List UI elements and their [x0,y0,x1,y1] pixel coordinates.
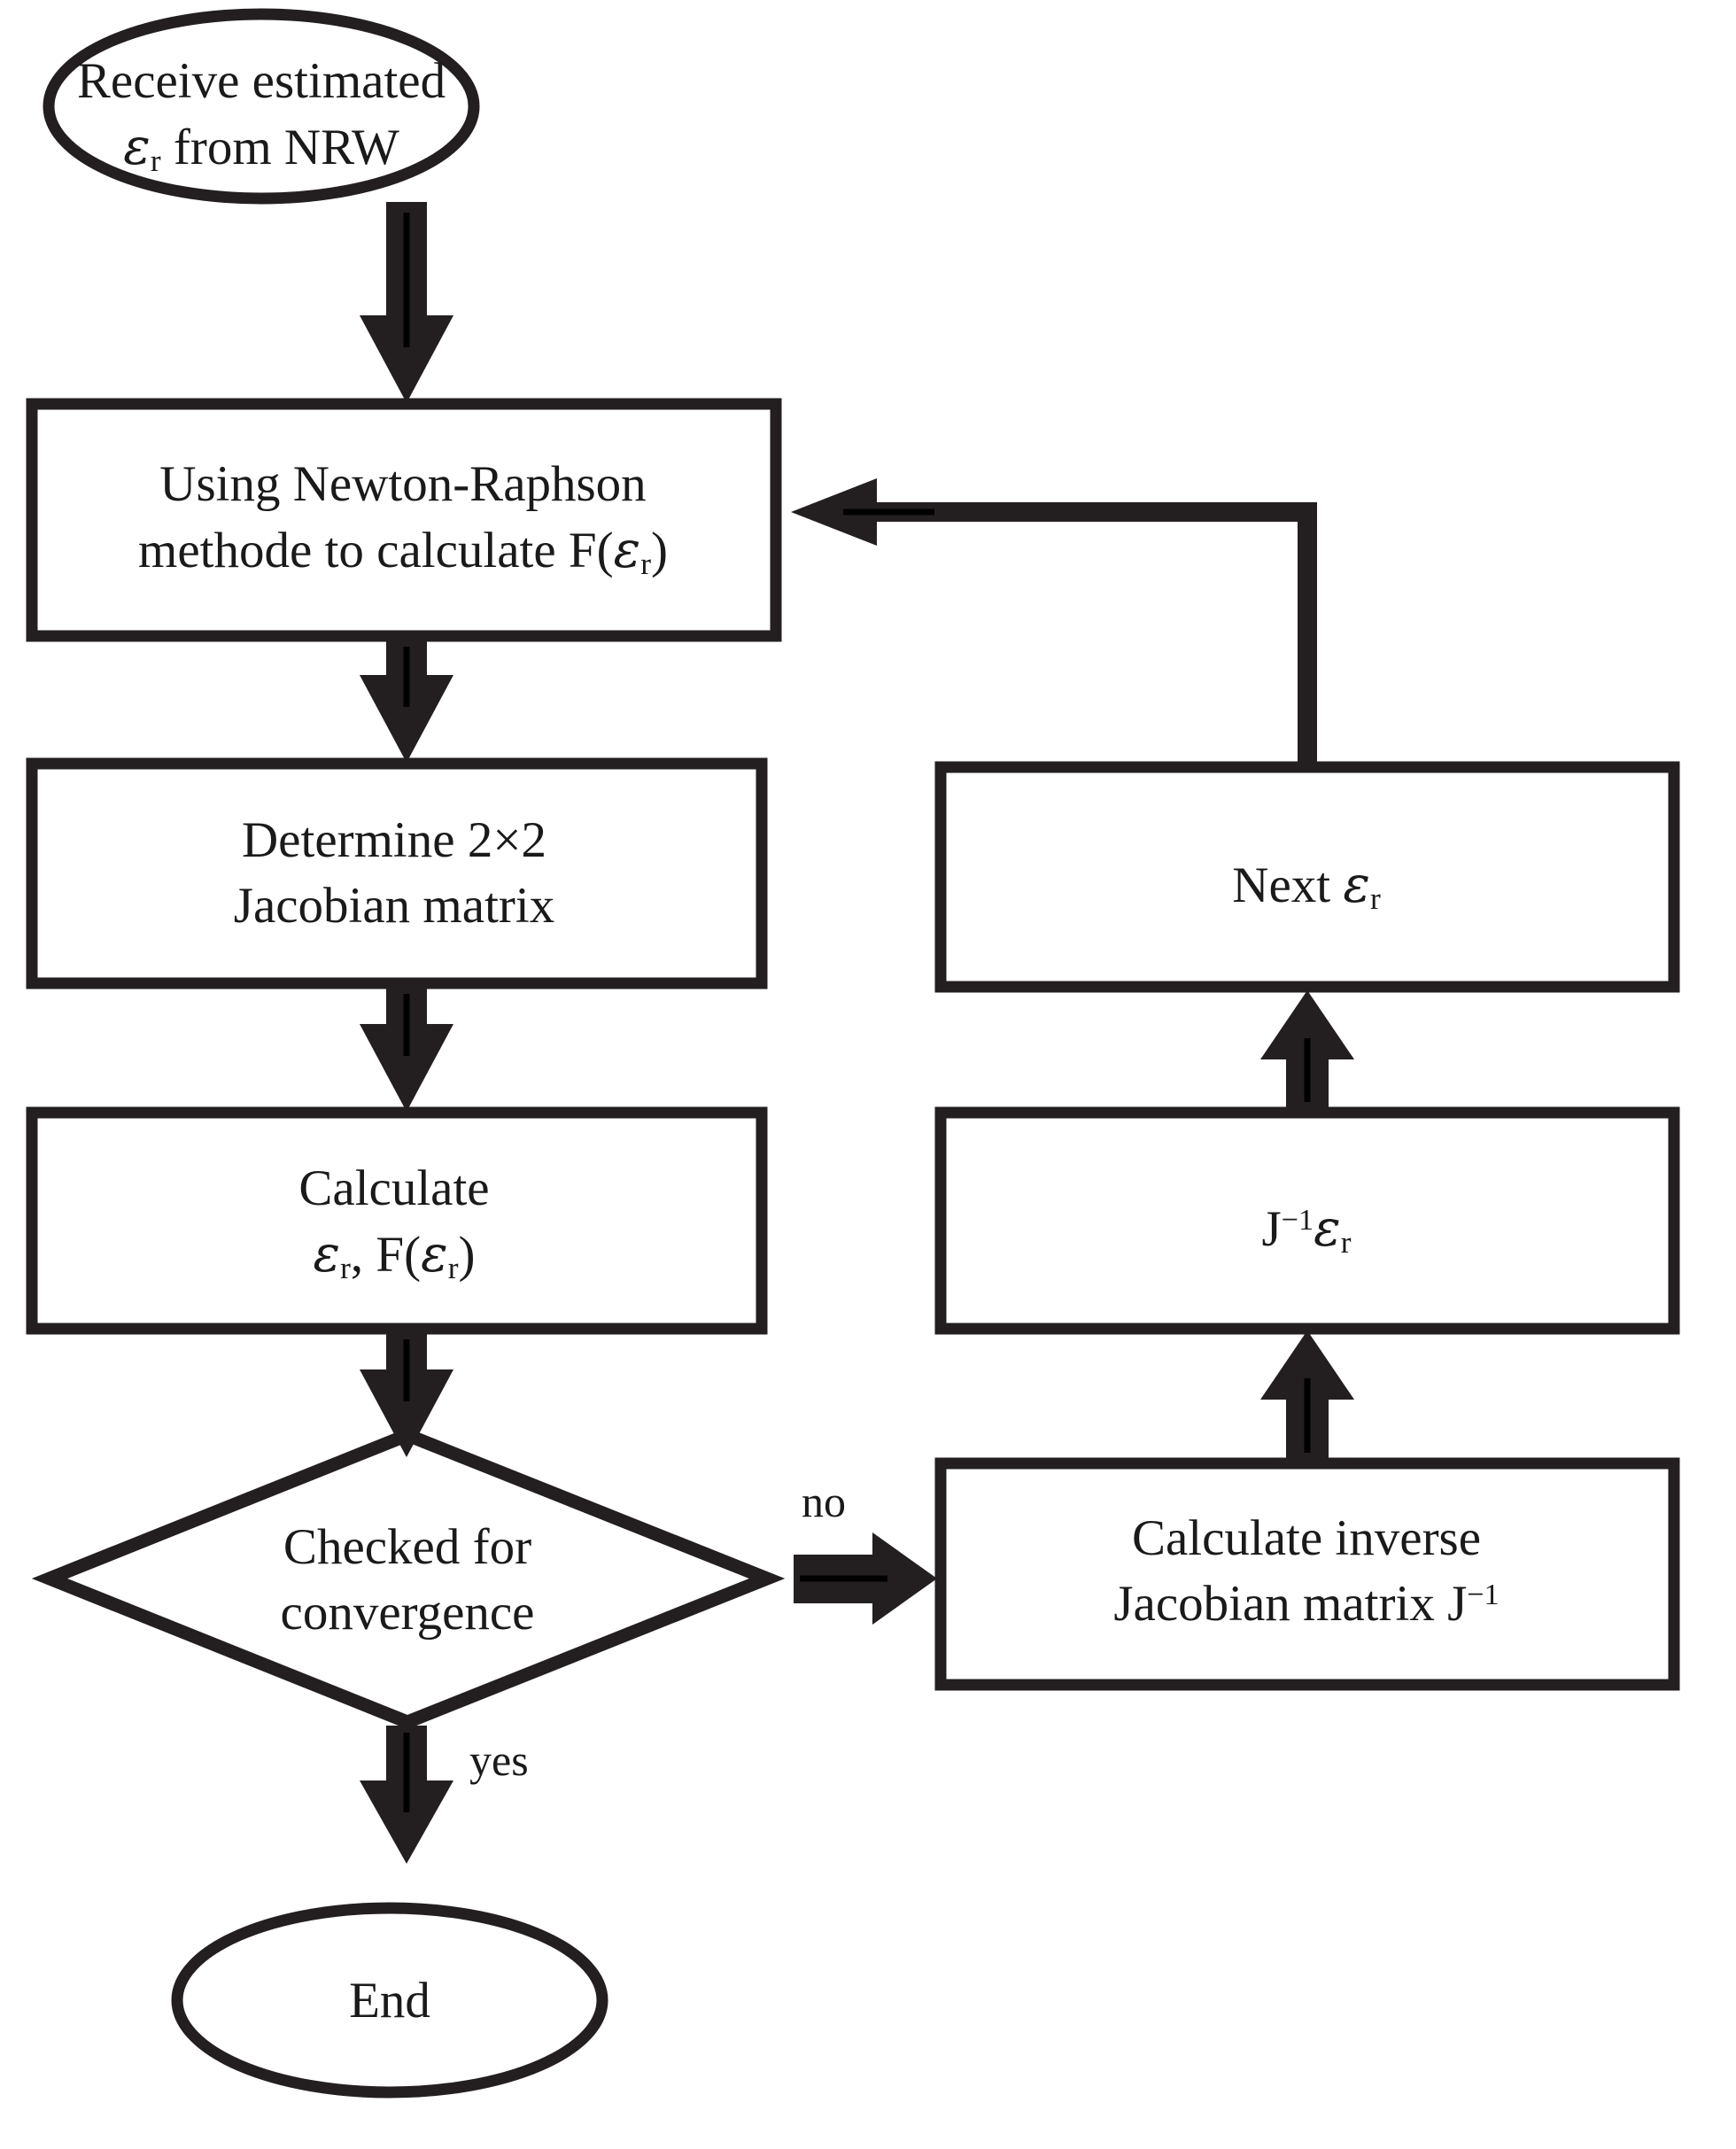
node-decision-shape [31,1427,786,1730]
edge-decision-to-end [360,1726,453,1864]
node-start-shape [43,8,480,205]
edge-label-yes: yes [469,1735,529,1785]
edge-decision-to-inverse [794,1532,937,1625]
node-newton-shape [26,398,782,642]
edge-next-to-newton-loop [791,478,1317,764]
edge-determine-to-calculate [360,987,453,1112]
node-determine-shape [26,757,768,989]
edge-label-no: no [802,1477,846,1526]
edge-jinv-to-next [1260,990,1354,1109]
edge-calculate-to-decision [360,1332,453,1457]
edge-start-to-newton [360,202,453,403]
node-calculate-shape [26,1106,768,1335]
node-end-shape [171,1902,608,2099]
edge-inverse-to-jinv [1260,1331,1354,1460]
node-next-shape [934,761,1680,993]
node-inverse-shape [934,1457,1680,1691]
edge-newton-to-determine [360,640,453,763]
node-jinv-shape [934,1106,1680,1335]
